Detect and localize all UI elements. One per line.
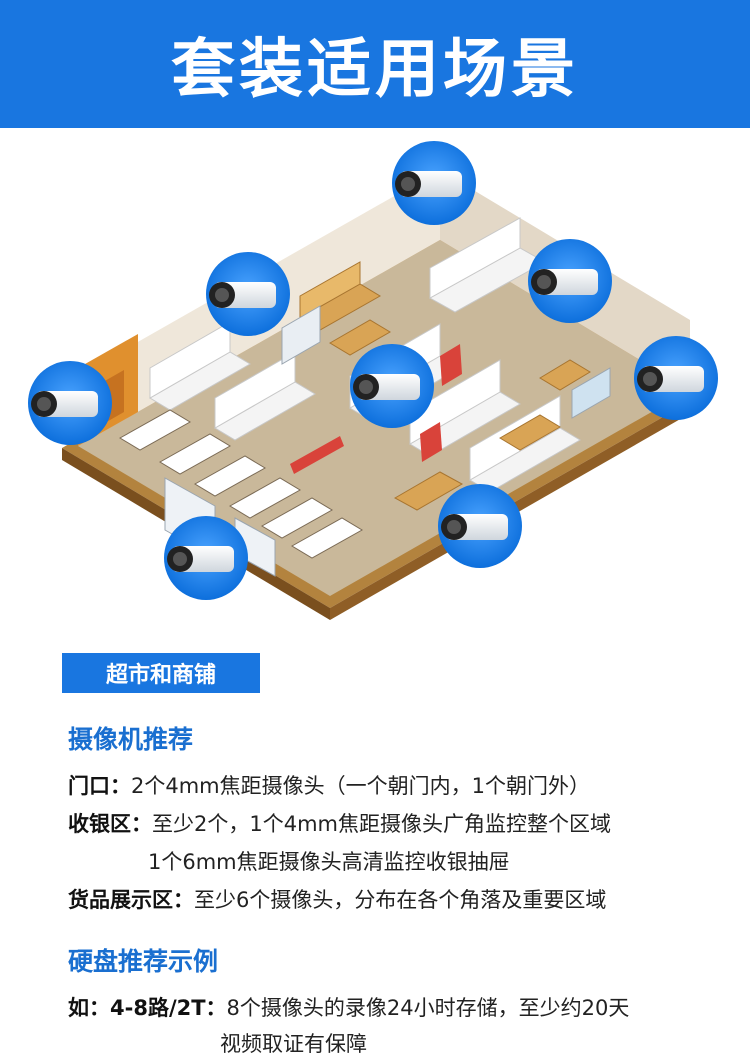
row-label: 货品展示区： — [68, 888, 194, 912]
camera-icon — [206, 252, 290, 336]
camera-section-title: 摄像机推荐 — [68, 725, 194, 754]
camera-icon — [634, 336, 718, 420]
camera-icon — [528, 239, 612, 323]
disk-row-example: 如：4-8路/2T：8个摄像头的录像24小时存储，至少约20天 — [68, 992, 629, 1022]
row-text: 至少6个摄像头，分布在各个角落及重要区域 — [194, 888, 607, 912]
camera-row-cashier: 收银区：至少2个，1个4mm焦距摄像头广角监控整个区域 — [68, 808, 611, 838]
camera-icon — [28, 361, 112, 445]
camera-icon — [438, 484, 522, 568]
camera-row-door: 门口：2个4mm焦距摄像头（一个朝门内，1个朝门外） — [68, 770, 590, 800]
camera-row-cashier-2: 1个6mm焦距摄像头高清监控收银抽屉 — [148, 846, 510, 876]
camera-icon — [350, 344, 434, 428]
camera-row-display: 货品展示区：至少6个摄像头，分布在各个角落及重要区域 — [68, 884, 606, 914]
camera-markers — [28, 141, 718, 600]
camera-icon — [164, 516, 248, 600]
header-banner: 套装适用场景 — [0, 0, 750, 128]
store-illustration — [28, 141, 718, 620]
checkout-counters — [119, 409, 363, 559]
page-title: 套装适用场景 — [171, 33, 579, 107]
row-label: 如：4-8路/2T： — [68, 996, 227, 1020]
row-label: 收银区： — [68, 812, 152, 836]
disk-row-example-2: 视频取证有保障 — [220, 1028, 367, 1058]
row-text: 1个6mm焦距摄像头高清监控收银抽屉 — [148, 850, 510, 874]
row-text: 至少2个，1个4mm焦距摄像头广角监控整个区域 — [152, 812, 611, 836]
row-text: 2个4mm焦距摄像头（一个朝门内，1个朝门外） — [131, 774, 590, 798]
disk-section-title: 硬盘推荐示例 — [68, 947, 219, 976]
row-label: 门口： — [68, 774, 131, 798]
row-text: 8个摄像头的录像24小时存储，至少约20天 — [226, 996, 630, 1020]
row-text: 视频取证有保障 — [220, 1032, 367, 1056]
camera-icon — [392, 141, 476, 225]
scene-tag: 超市和商铺 — [62, 653, 260, 693]
